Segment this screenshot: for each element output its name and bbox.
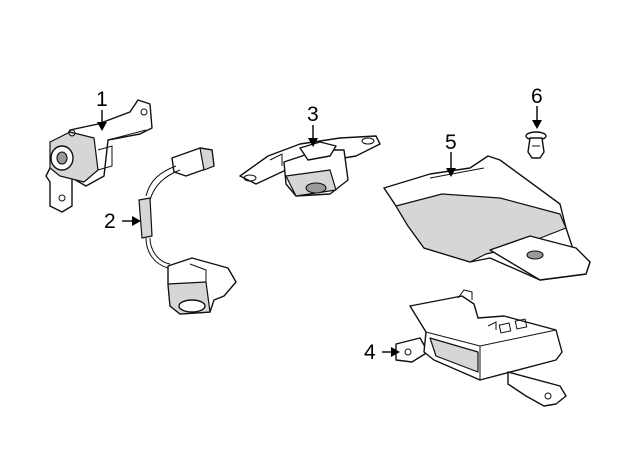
part-6-clip[interactable] [525,131,547,159]
part-3-camera-plate[interactable] [239,135,381,197]
leader-lines [97,106,542,357]
part-4-control-module[interactable] [395,289,567,407]
callout-3: 3 [307,103,319,126]
callout-5: 5 [445,131,457,154]
callout-6: 6 [531,85,543,108]
callout-2: 2 [104,210,116,233]
part-2-camera-harness[interactable] [138,147,237,315]
callout-1: 1 [96,88,108,111]
part-5-cover[interactable] [383,155,591,281]
callout-4: 4 [364,341,376,364]
part-1-camera-bracket[interactable] [45,99,153,213]
